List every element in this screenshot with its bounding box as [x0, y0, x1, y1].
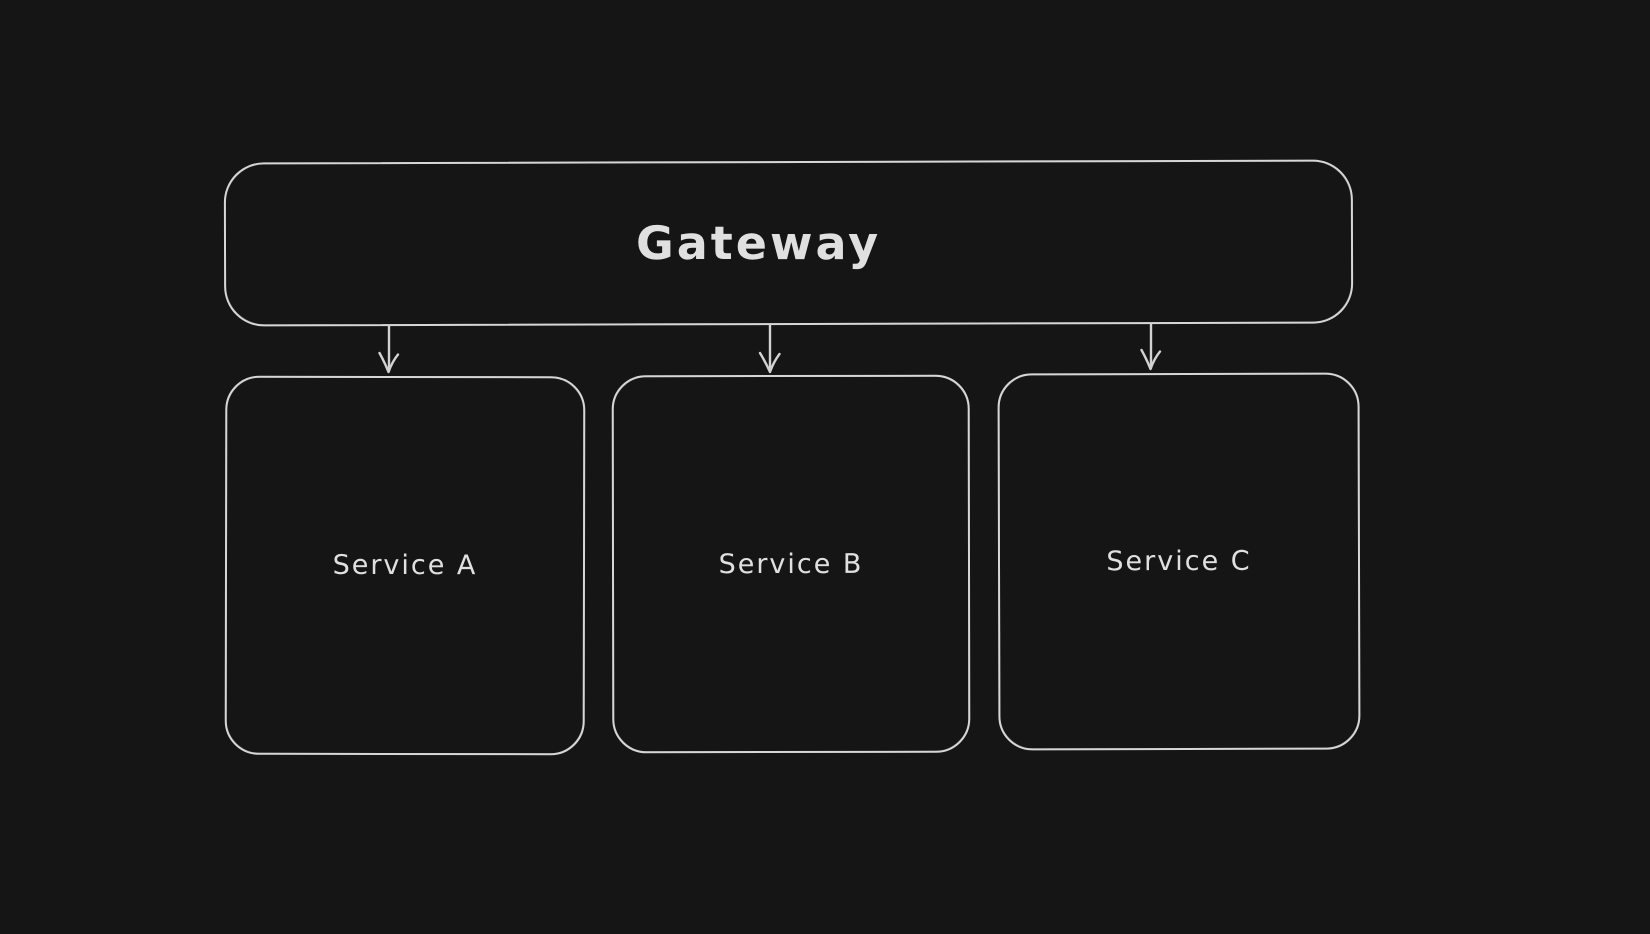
- edge-gateway-to-service-c[interactable]: [1131, 322, 1171, 375]
- node-service-b[interactable]: Service B: [611, 374, 971, 754]
- node-gateway-label: Gateway: [635, 215, 882, 271]
- node-service-c[interactable]: Service C: [997, 372, 1361, 751]
- node-service-a-label: Service A: [332, 549, 478, 582]
- node-service-a[interactable]: Service A: [224, 375, 586, 756]
- arrow-down-icon: [378, 324, 400, 374]
- node-service-c-label: Service C: [1106, 545, 1252, 578]
- arrow-down-icon: [1140, 322, 1162, 371]
- node-gateway[interactable]: Gateway: [223, 159, 1354, 327]
- edge-gateway-to-service-b[interactable]: [750, 323, 790, 376]
- node-service-b-label: Service B: [718, 548, 864, 580]
- edge-gateway-to-service-a[interactable]: [369, 324, 409, 377]
- arrow-down-icon: [758, 323, 781, 374]
